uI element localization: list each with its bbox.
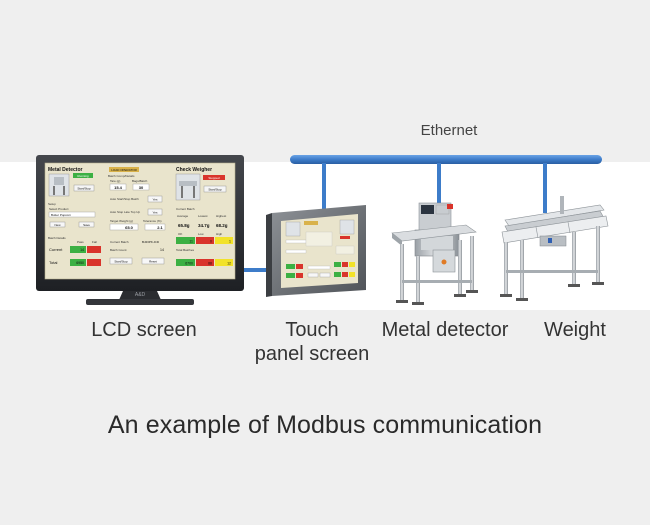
lcd-current-batch-label: Current Batch	[110, 240, 129, 244]
lcd-tolerance-label: Tolerance (%)	[143, 219, 162, 223]
lcd-current-label: Current	[49, 247, 63, 252]
lcd-total-ok-value: 6700	[185, 262, 193, 266]
lcd-md-status: Running	[77, 174, 89, 178]
lcd-low-value: 0	[210, 240, 212, 244]
lcd-lowest-label: Lowest	[198, 214, 208, 218]
lcd-auto-start-label: Auto Start/Stop Batch	[110, 197, 139, 201]
lcd-high-label: High	[216, 232, 223, 236]
lcd-product-label: Select Product	[49, 207, 69, 211]
lcd-lowest-value: 34.7g	[198, 223, 210, 228]
lcd-bags-value: 30	[139, 185, 144, 190]
monitor-brand-logo: A&D	[135, 292, 146, 298]
lcd-metal-detector-title: Metal Detector	[48, 167, 83, 173]
lcd-batch-count-value: 14	[160, 248, 164, 252]
diagram-caption: An example of Modbus communication	[107, 411, 543, 439]
lcd-save-button: Save	[83, 223, 90, 227]
lcd-total-label: Total	[49, 260, 58, 265]
lcd-highest-label: Highest	[216, 214, 226, 218]
lcd-total-high-value: 12	[227, 262, 231, 266]
touch-panel-label-line1: Touch	[285, 319, 339, 341]
lcd-tare-value: 15.4	[114, 185, 123, 190]
lcd-auto-stop-value: Yes	[153, 211, 158, 215]
lcd-batch-comp-label: Batch Comp/Details	[108, 174, 135, 178]
lcd-current-batch-panel: Current Batch	[176, 207, 195, 211]
metal-detector-label: Metal detector	[381, 319, 509, 341]
lcd-total-pass: 6950	[76, 261, 84, 265]
lcd-tolerance-value: 2.1	[157, 225, 163, 230]
ethernet-label: Ethernet	[420, 122, 478, 139]
ethernet-cable	[244, 155, 602, 272]
lcd-tare-label: Tare (g)	[110, 179, 120, 183]
lcd-mode-label: LOAD OPERATOR	[111, 168, 137, 172]
lcd-start-stop-button: Start/Stop	[114, 260, 128, 264]
lcd-product-value: Butter Popcorn	[51, 213, 71, 217]
lcd-reset-button: Reset	[149, 260, 157, 264]
lcd-ok-label: OK	[178, 232, 182, 236]
touch-panel-label: Touch panel screen	[241, 318, 383, 366]
lcd-md-start-button: Start/Stop	[77, 187, 91, 191]
lcd-batch-details-label: Batch Details	[48, 236, 66, 240]
touch-panel-label-line2: panel screen	[254, 343, 370, 365]
lcd-target-value: 65.0	[125, 225, 134, 230]
lcd-cw-status: Stopped	[208, 176, 220, 180]
lcd-current-batch-value: BJ23PK-ICD	[142, 240, 160, 244]
lcd-fail-label: Fail	[92, 240, 97, 244]
lcd-low-label: Low	[198, 232, 204, 236]
touch-panel	[266, 205, 366, 297]
lcd-auto-start-value: Yes	[153, 198, 158, 202]
lcd-cw-start-button: Start/Stop	[208, 188, 222, 192]
weight-label: Weight	[544, 319, 606, 341]
lcd-setup-label: Setup	[48, 202, 56, 206]
metal-detector-machine	[391, 202, 478, 305]
lcd-auto-stop-label: Auto Stop Late Top Up	[110, 210, 140, 214]
lcd-new-button: New	[54, 223, 61, 227]
lcd-total-batches-label: Total Batches	[176, 248, 195, 252]
lcd-screen-label: LCD screen	[91, 319, 197, 341]
lcd-highest-value: 68.2g	[216, 223, 228, 228]
check-weigher-machine	[500, 196, 609, 301]
lcd-batch-count-label: Batch Count	[110, 248, 127, 252]
lcd-current-pass: 14	[80, 248, 84, 252]
lcd-check-weigher-title: Check Weigher	[176, 167, 212, 173]
lcd-bags-label: Bags/Batch	[132, 179, 148, 183]
lcd-average-label: Average	[177, 214, 188, 218]
lcd-average-value: 65.8g	[178, 223, 190, 228]
lcd-ok-value: 11	[189, 240, 193, 244]
lcd-target-label: Target Weight (g)	[110, 219, 133, 223]
lcd-monitor: A&D Metal Detector Running Start/Stop Se…	[36, 155, 244, 305]
lcd-total-low-value: 88	[208, 262, 212, 266]
lcd-high-value: 1	[229, 240, 231, 244]
lcd-pass-label: Pass	[77, 240, 84, 244]
